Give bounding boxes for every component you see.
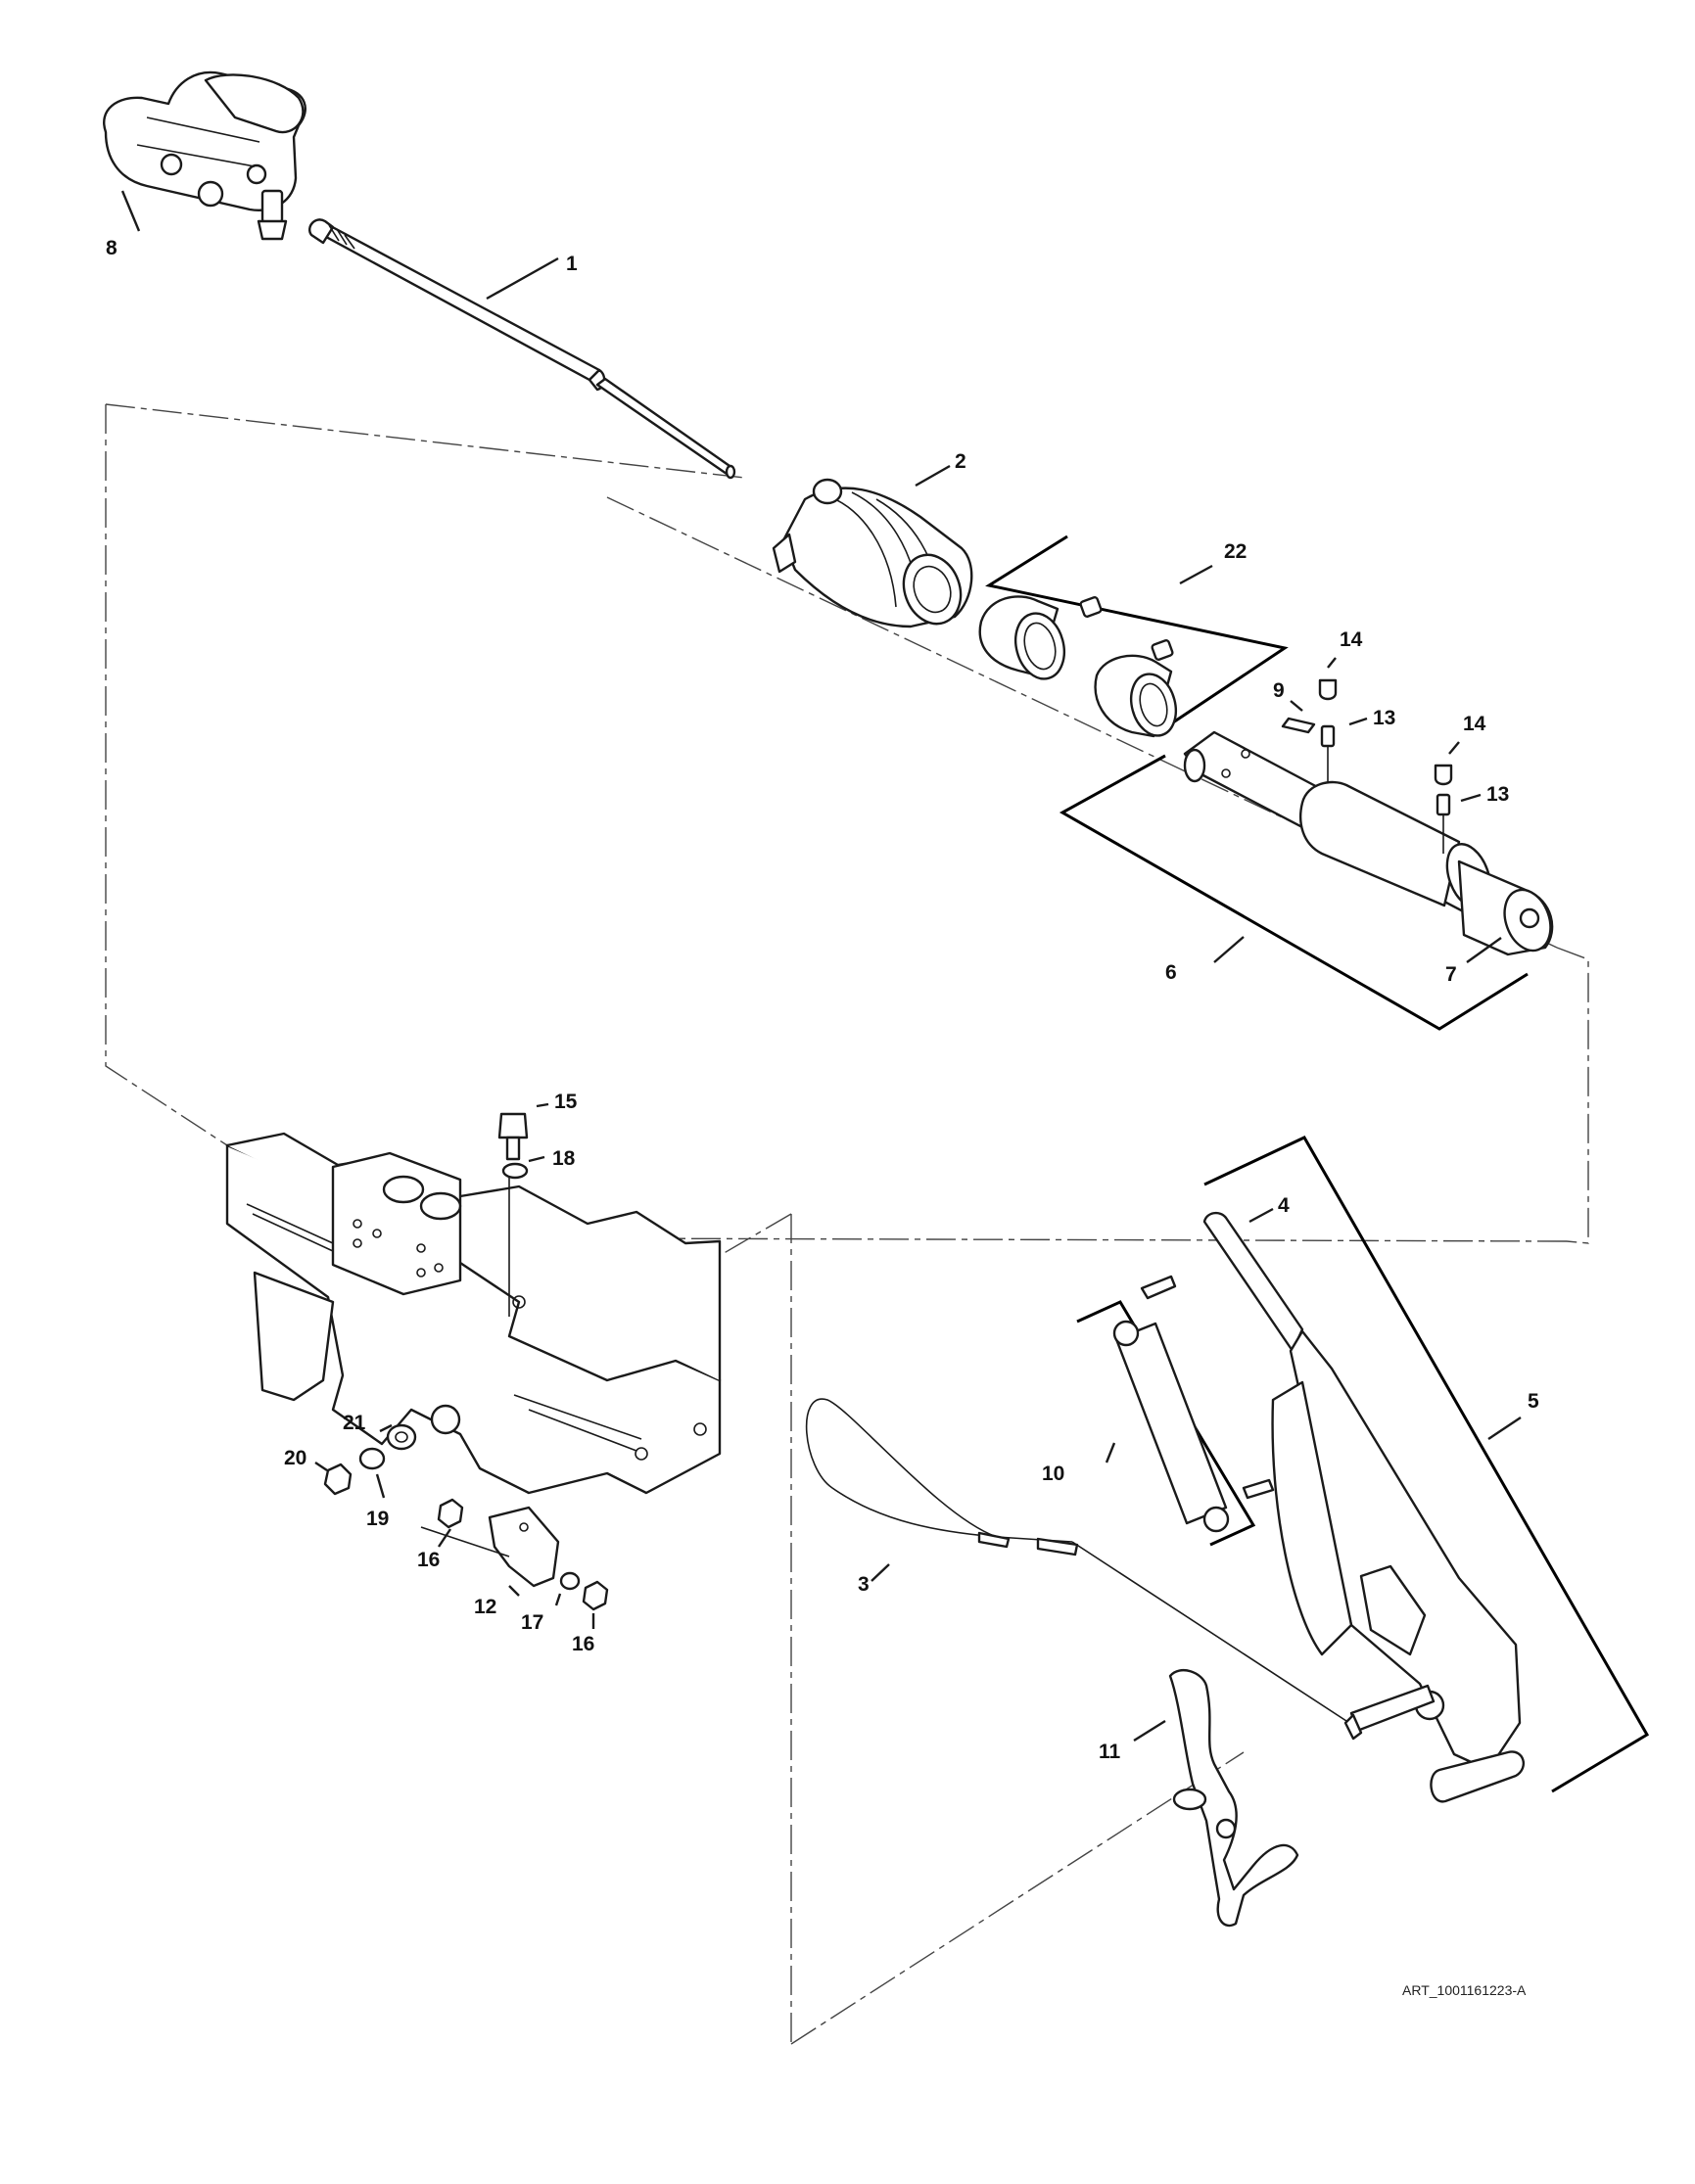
part-12-clamp	[488, 1506, 560, 1588]
callout-1: 1	[566, 253, 578, 275]
callout-20: 20	[284, 1447, 306, 1469]
callout-5: 5	[1528, 1390, 1539, 1413]
art-reference: ART_1001161223-A	[1402, 1982, 1527, 1998]
callout-12: 12	[474, 1596, 496, 1618]
callout-2: 2	[955, 450, 966, 473]
callout-13b: 13	[1486, 783, 1509, 806]
part-11-lever-arm	[1168, 1669, 1299, 1928]
callout-14a: 14	[1340, 628, 1363, 651]
callout-9: 9	[1273, 679, 1285, 702]
part-6-cylinder-assembly	[1059, 678, 1554, 1031]
part-4-handle	[1202, 1211, 1304, 1353]
bracket-22	[985, 534, 1289, 728]
callout-13a: 13	[1373, 707, 1395, 729]
part-2-bellows-boot	[772, 478, 973, 628]
leader-lines	[120, 190, 1522, 1743]
frame-weldment	[225, 1132, 722, 1495]
part-20-nut	[323, 1463, 353, 1496]
callout-8: 8	[106, 237, 118, 259]
callout-14b: 14	[1463, 713, 1486, 735]
callout-4: 4	[1278, 1194, 1290, 1217]
part-8-coupling-head	[103, 70, 306, 241]
callout-16a: 16	[417, 1549, 440, 1571]
callout-10: 10	[1042, 1463, 1064, 1485]
callout-7: 7	[1445, 963, 1457, 986]
callout-6: 6	[1165, 961, 1177, 984]
callout-11: 11	[1099, 1741, 1121, 1763]
part-5-lever-assembly	[805, 1136, 1650, 1928]
part-21-washer	[386, 1423, 417, 1451]
callout-16b: 16	[572, 1633, 594, 1655]
part-16-nut	[437, 1498, 464, 1529]
part-15-bolt	[497, 1112, 529, 1139]
callout-3: 3	[858, 1573, 870, 1596]
callout-22: 22	[1224, 540, 1247, 563]
part-1-drawbar-shaft	[308, 218, 736, 480]
callout-18: 18	[552, 1147, 576, 1170]
part-16-nut-lower	[582, 1580, 609, 1611]
part-19-washer	[358, 1447, 386, 1470]
part-3-cable	[805, 1398, 1073, 1543]
part-10-damper	[1114, 1322, 1228, 1525]
callout-19: 19	[366, 1508, 389, 1530]
callout-21: 21	[343, 1412, 366, 1434]
callout-labels: 1 2 3 4 5 6 7 8 9 10 11 12 13 13 14 14 1…	[106, 237, 1539, 1763]
part-22-bushing-kit	[978, 534, 1289, 738]
part-18-washer	[501, 1162, 529, 1180]
callout-15: 15	[554, 1091, 578, 1113]
frame-hardware	[323, 1112, 609, 1611]
bracket-5	[1203, 1136, 1650, 1793]
bracket-6	[1059, 754, 1529, 1031]
part-17-washer	[559, 1571, 581, 1591]
callout-17: 17	[521, 1611, 543, 1634]
